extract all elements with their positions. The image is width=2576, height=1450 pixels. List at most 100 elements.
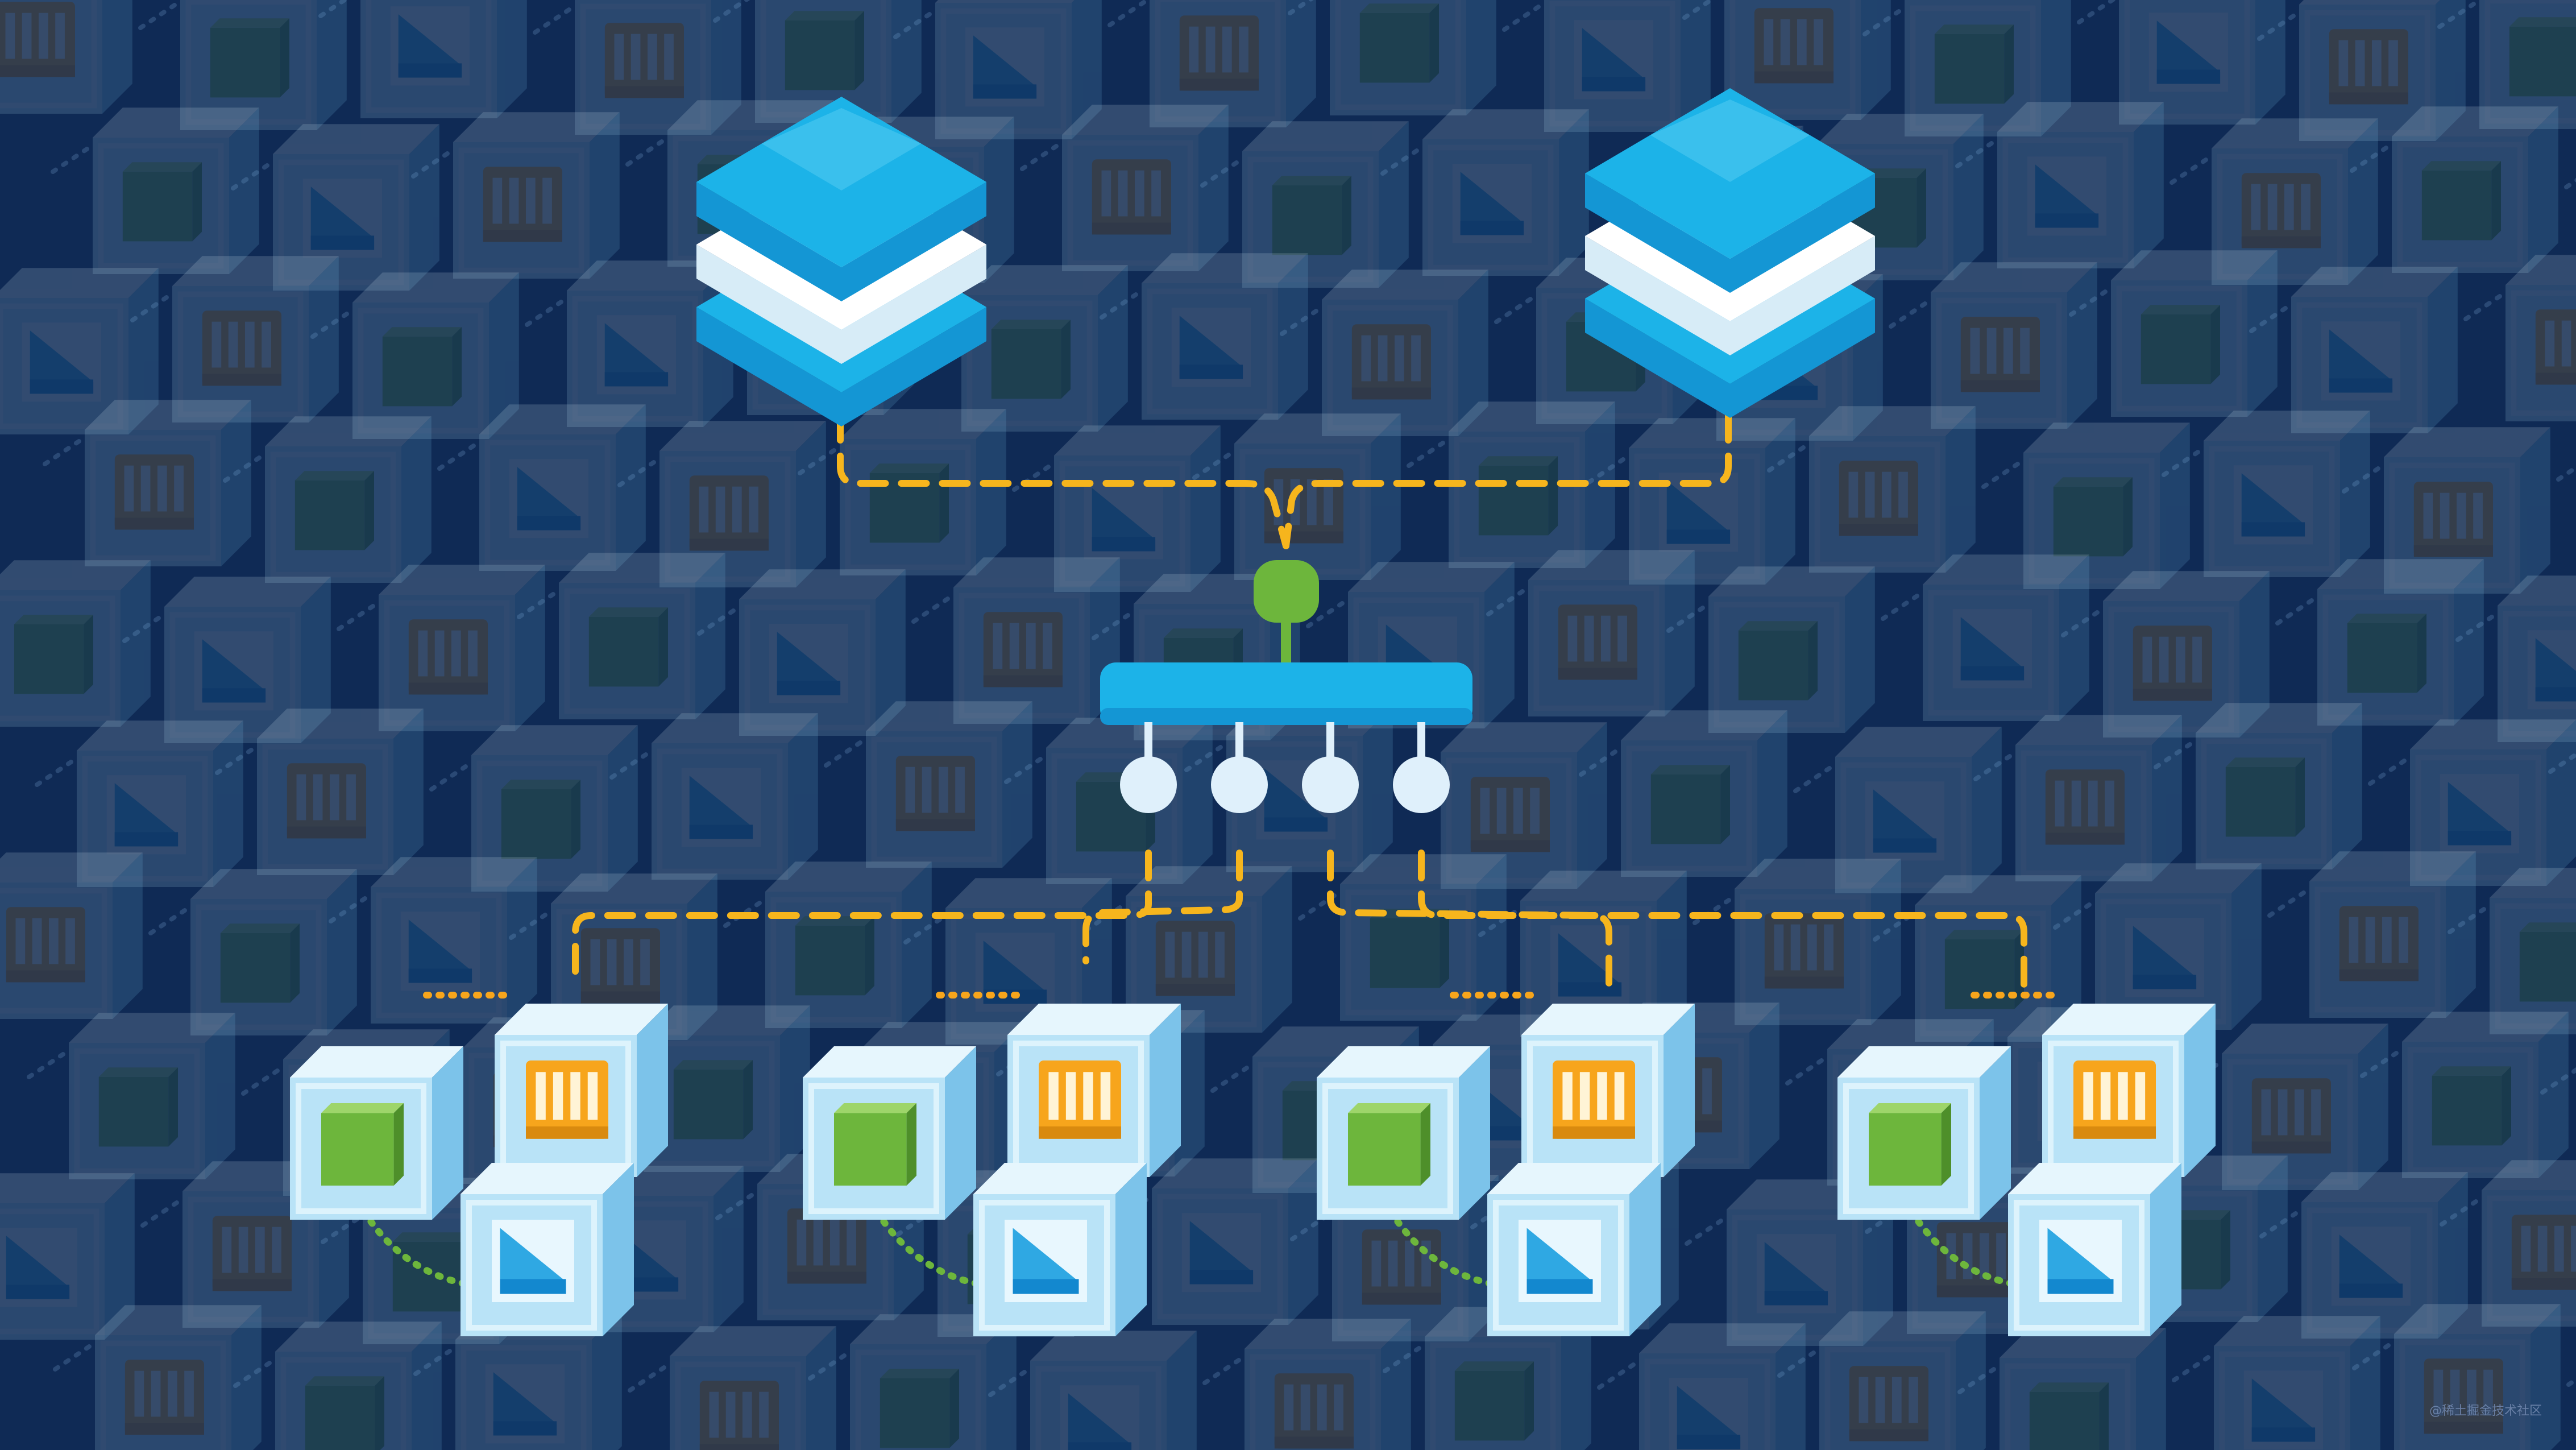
- cube-front-edge: [580, 3, 706, 130]
- cube-front-edge: [1910, 5, 2036, 131]
- ghost-cube: [2103, 571, 2270, 738]
- connector-port-2: [1082, 850, 1243, 964]
- cube-front-edge: [196, 904, 322, 1030]
- cube-front-edge: [940, 8, 1067, 134]
- green-block-side: [949, 1369, 959, 1448]
- cube-front-face: [2196, 733, 2332, 869]
- cube-side-face: [1198, 105, 1229, 271]
- cube-side-face: [788, 713, 818, 880]
- server-slot: [1205, 26, 1216, 73]
- blue-stack-base: [500, 1279, 566, 1294]
- cube-side-face: [1559, 109, 1589, 276]
- blue-stack-icon: [2440, 774, 2519, 854]
- cube-top-face: [1317, 1046, 1490, 1078]
- cube-front-face: [1242, 151, 1379, 288]
- cube-top-face: [858, 1022, 1024, 1052]
- cube-side-face: [1956, 1311, 1986, 1450]
- cube-front-face: [471, 755, 608, 892]
- cube-side-face: [976, 409, 1006, 575]
- cube-front-edge: [2307, 1207, 2433, 1333]
- green-block-icon: [501, 789, 571, 859]
- green-block-top: [2519, 922, 2576, 932]
- cube-front-face: [95, 1335, 231, 1450]
- blue-stack-base: [114, 832, 179, 847]
- ghost-cube: [2291, 267, 2458, 433]
- ghost-cube: [1708, 566, 1875, 733]
- cube-front-face: [0, 1203, 105, 1340]
- cube-top-face: [85, 400, 251, 430]
- cube-side-face: [1629, 1163, 1661, 1336]
- green-block-icon: [305, 1385, 375, 1450]
- cube-side-face: [2136, 1328, 2166, 1450]
- cube-side-face: [2350, 1316, 2380, 1450]
- server-slot: [732, 486, 742, 533]
- green-block-icon: [991, 329, 1061, 399]
- cube-side-face: [497, 0, 527, 118]
- green-block-top: [122, 162, 202, 172]
- ghost-cube: [840, 409, 1006, 575]
- stack-layer-top: [696, 97, 986, 267]
- server-slot: [536, 1072, 546, 1120]
- blue-stack-icon: [1952, 609, 2032, 689]
- server-base: [2133, 689, 2212, 701]
- server-slot: [2349, 917, 2359, 963]
- server-slot: [1048, 1072, 1059, 1120]
- server-slot: [2105, 780, 2114, 827]
- ghost-cube: [953, 557, 1120, 724]
- green-block-top: [2509, 17, 2576, 27]
- blue-stack-icon: [485, 1364, 565, 1444]
- cube-front-edge: [1157, 1194, 1283, 1320]
- cube-front-face: [2309, 881, 2446, 1018]
- cube-front-face: [1997, 132, 2134, 268]
- server-slot: [1317, 1384, 1327, 1431]
- orange-server-icon: [1274, 1373, 1354, 1449]
- cube-front-edge: [1740, 894, 1866, 1020]
- blue-stack-base: [1960, 666, 2025, 681]
- orange-server-icon: [1470, 777, 1550, 852]
- cube-side-face: [409, 124, 439, 291]
- orange-server-icon: [2045, 769, 2125, 845]
- ghost-cube: [1727, 1179, 1893, 1346]
- cube-front-face: [575, 0, 711, 135]
- green-block-top: [880, 1369, 959, 1378]
- cube-top-face: [1708, 566, 1875, 596]
- server-slot: [1151, 170, 1161, 217]
- blue-stack-base: [2133, 975, 2197, 989]
- server-slot: [614, 34, 624, 80]
- ghost-cube: [1835, 727, 2002, 893]
- ghost-cube: [2482, 1160, 2576, 1327]
- cube-front-face: [2212, 148, 2348, 285]
- blue-stack-base: [2448, 831, 2512, 846]
- storage-stack-left-icon: [696, 97, 986, 426]
- cube-side-face: [2348, 118, 2378, 285]
- server-slot: [1300, 1384, 1310, 1431]
- blue-stack-base: [2251, 1427, 2316, 1442]
- cube-front-face: [1245, 1349, 1381, 1450]
- cube-side-face: [1167, 1331, 1197, 1450]
- server-slot: [2382, 917, 2392, 963]
- cube-top-face: [1931, 262, 2097, 292]
- server-slot: [228, 321, 238, 368]
- cube-front-face: [1425, 1337, 1561, 1450]
- cube-side-face: [2239, 571, 2270, 738]
- orange-server-icon: [2329, 29, 2408, 105]
- server-slot: [2083, 1072, 2093, 1120]
- cube-front-edge: [2484, 0, 2576, 124]
- cube-side-face: [1972, 727, 2002, 893]
- cube-front-face: [1142, 283, 1278, 420]
- cube-front-face: [2384, 457, 2520, 594]
- server-slot: [262, 321, 271, 368]
- orange-server-icon: [2241, 173, 2321, 248]
- cube-side-face: [489, 272, 519, 439]
- cube-side-face: [1379, 121, 1409, 288]
- cube-front-edge: [808, 1083, 939, 1214]
- green-block-icon: [880, 1378, 950, 1448]
- cube-front-edge: [169, 612, 296, 738]
- server-slot: [2483, 1369, 2493, 1416]
- server-slot: [1579, 1072, 1590, 1120]
- cube-front-face: [559, 583, 695, 719]
- blue-stack-shape: [1764, 1242, 1828, 1306]
- cube-front-edge: [2399, 1339, 2525, 1450]
- orange-server-icon: [1839, 461, 1918, 536]
- server-slot: [1600, 615, 1611, 662]
